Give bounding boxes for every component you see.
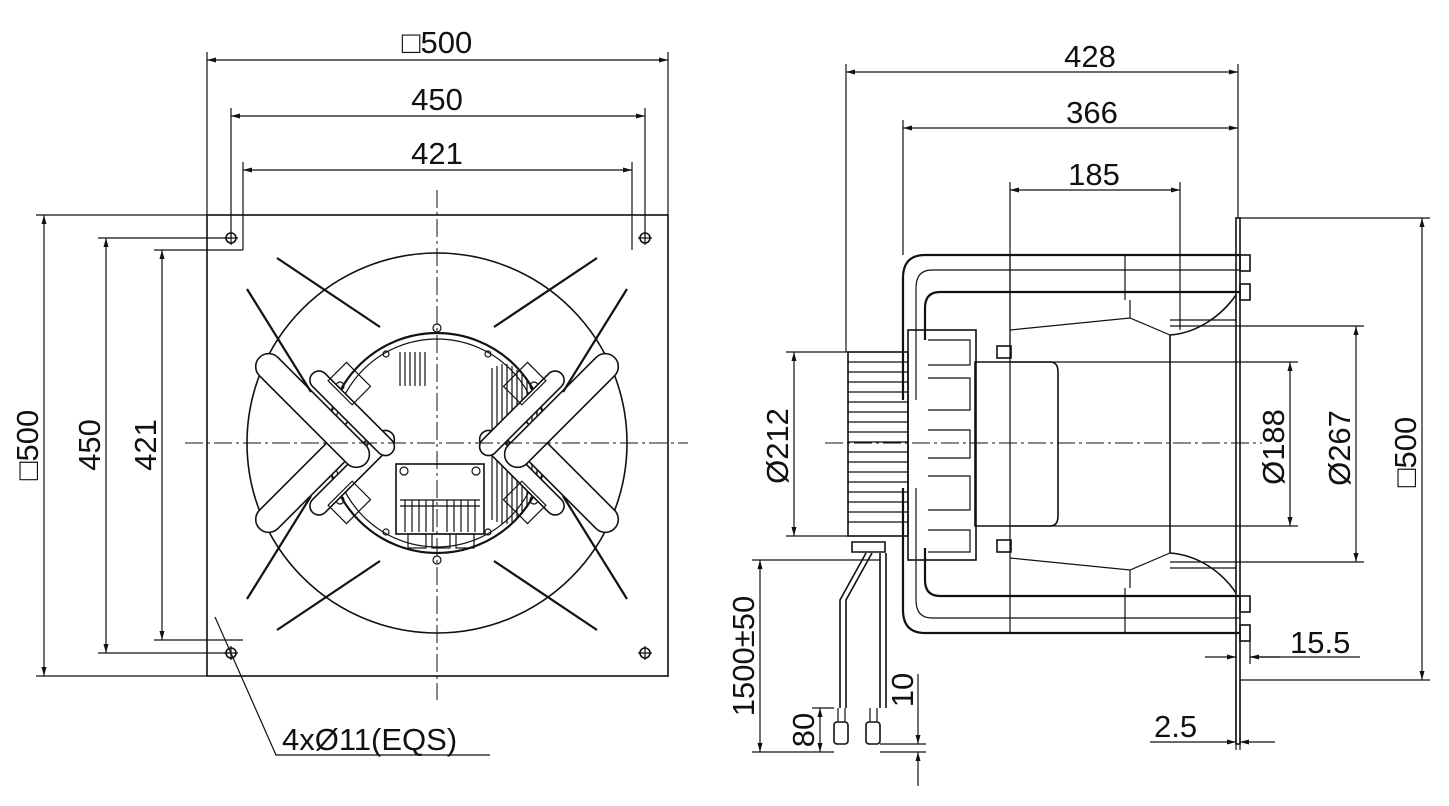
dim-15-5-lines [1205, 641, 1360, 664]
dim-2-5-lines [1150, 680, 1275, 750]
dim-left-inner: 421 [128, 419, 163, 471]
dim-side-185: 185 [1068, 157, 1120, 192]
dim-side-strip-10: 10 [885, 673, 920, 707]
dim-side-428: 428 [1064, 39, 1116, 74]
holes-leader [214, 616, 490, 756]
dim-strip-80-lines [812, 707, 834, 752]
dim-left-overall: □500 [10, 410, 45, 480]
dim-dia-212-lines [786, 351, 848, 537]
dim-side-dia-188: Ø188 [1256, 409, 1291, 485]
dim-side-366: 366 [1066, 95, 1118, 130]
dim-strip-10-lines [880, 674, 926, 786]
support-arms [246, 257, 628, 631]
dim-front-inner: 421 [411, 136, 463, 171]
side-support-rods [901, 253, 1240, 635]
holes-callout: 4xØ11(EQS) [282, 722, 457, 757]
side-top-dimensions [845, 64, 1239, 352]
side-heatsink [847, 351, 909, 537]
front-view [36, 52, 688, 756]
plate-bolts [996, 254, 1251, 642]
dim-front-hole-spacing: 450 [411, 82, 463, 117]
cables [833, 541, 887, 745]
dim-side-2-5: 2.5 [1154, 709, 1197, 744]
inlet-nozzle [1169, 294, 1237, 594]
motor-body [974, 361, 1059, 527]
dim-side-square-500: □500 [1388, 417, 1423, 487]
dim-left-hole-spacing: 450 [72, 419, 107, 471]
dim-side-dia-212: Ø212 [760, 408, 795, 484]
impeller [1009, 317, 1171, 571]
front-top-dimensions [206, 52, 669, 250]
mounting-holes [224, 231, 652, 660]
dim-side-strip-80: 80 [786, 713, 821, 747]
dim-front-overall: □500 [402, 25, 472, 60]
side-right-dimensions [1010, 217, 1430, 681]
dim-side-15-5: 15.5 [1290, 625, 1350, 660]
terminal-box [395, 463, 485, 549]
front-left-dimensions [36, 214, 243, 677]
dim-side-dia-267: Ø267 [1322, 410, 1357, 486]
dim-side-cable-length: 1500±50 [726, 596, 761, 716]
side-view [752, 64, 1430, 786]
